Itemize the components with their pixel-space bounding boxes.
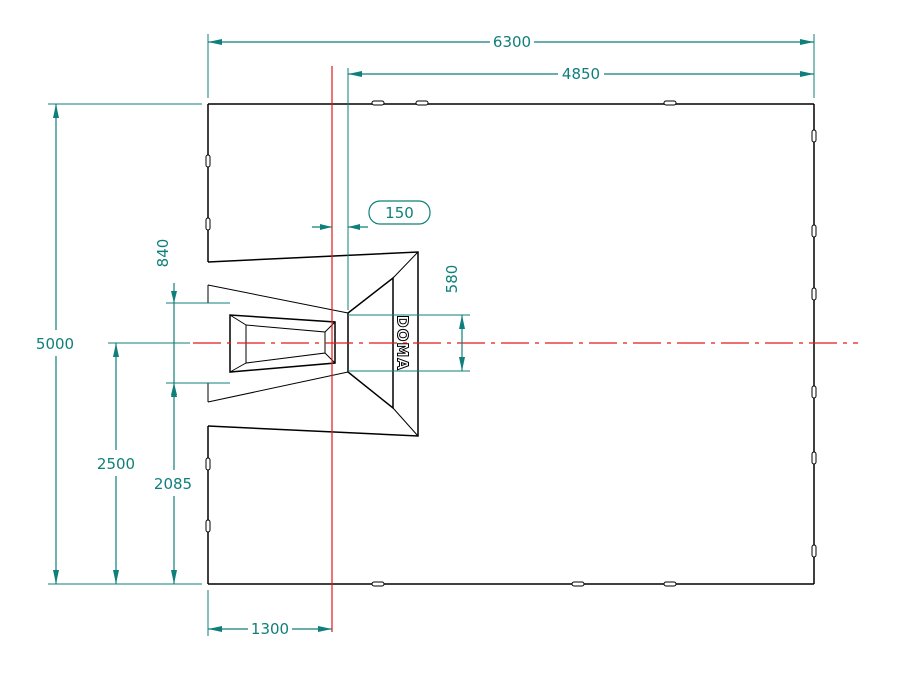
- dim-bottom-to-opening: 2085: [154, 383, 192, 584]
- edge-bumps: [205, 100, 817, 587]
- dim-overall-width: 6300: [207, 33, 815, 98]
- dim-right-width-label: 4850: [562, 65, 600, 83]
- dim-center-height: 2500: [97, 342, 190, 584]
- dim-inner-height: 580: [348, 265, 470, 372]
- dim-center-height-label: 2500: [97, 455, 135, 473]
- dim-opening-height-label: 840: [154, 239, 172, 268]
- enclosure-outline: [207, 103, 815, 585]
- dim-left-to-centerline: 1300: [207, 590, 332, 638]
- dim-offset-label: 150: [385, 204, 414, 222]
- entrance-tunnel: [207, 251, 419, 437]
- dim-bottom-to-opening-label: 2085: [154, 475, 192, 493]
- dim-offset: 150: [312, 200, 431, 230]
- dim-overall-height-label: 5000: [36, 335, 74, 353]
- dim-right-width: 4850: [347, 65, 814, 310]
- dim-overall-width-label: 6300: [493, 33, 531, 51]
- dim-inner-height-label: 580: [443, 265, 461, 294]
- dim-left-to-centerline-label: 1300: [251, 620, 289, 638]
- brand-logo: DOMA: [394, 315, 412, 371]
- centerlines: [193, 66, 858, 632]
- dim-overall-height: 5000: [36, 103, 202, 585]
